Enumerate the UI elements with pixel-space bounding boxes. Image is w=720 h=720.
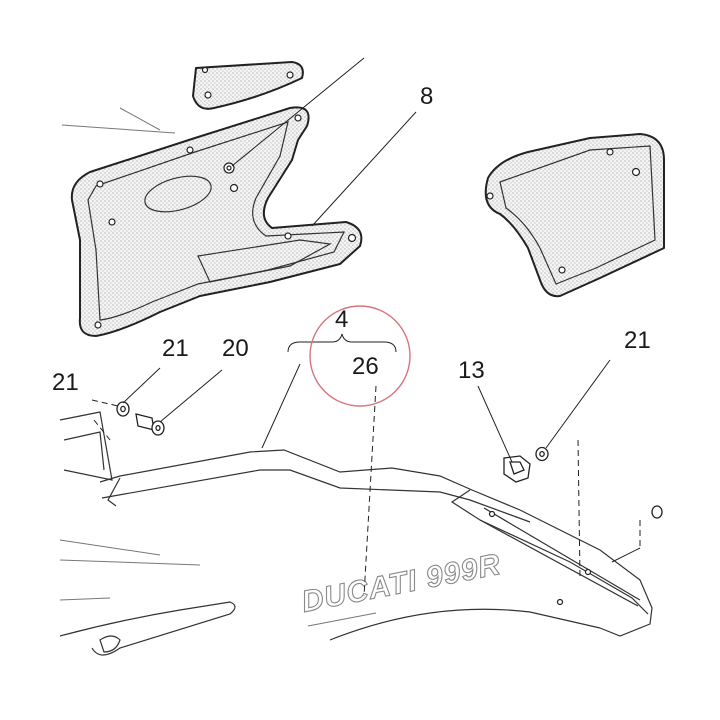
heat-shield-right xyxy=(484,133,665,298)
washer-edge-right xyxy=(651,505,663,519)
group-brace xyxy=(287,333,397,353)
screw-part-20 xyxy=(135,413,165,436)
leader-lines xyxy=(91,57,641,597)
washer-part-21-left xyxy=(116,401,130,417)
construction-lines xyxy=(59,107,201,601)
callout-21-edge: 21 xyxy=(52,369,79,396)
highlight-circle xyxy=(309,305,411,407)
grommet-part-13 xyxy=(503,455,531,483)
model-decal: DUCATI 999R xyxy=(298,547,504,627)
callout-20: 20 xyxy=(222,335,249,362)
callout-21-left: 21 xyxy=(162,335,189,362)
side-fairing-left xyxy=(59,411,236,656)
washer-part-21-right xyxy=(535,446,549,462)
small-insulation-pad xyxy=(192,61,304,110)
callout-21-right: 21 xyxy=(624,327,651,354)
callout-4: 4 xyxy=(335,306,348,333)
callout-8: 8 xyxy=(420,83,433,110)
decal-text: DUCATI 999R xyxy=(299,548,504,619)
callout-13: 13 xyxy=(458,357,485,384)
callout-26: 26 xyxy=(352,353,379,380)
tail-fairing-part-4 xyxy=(99,449,653,641)
heat-shield-part-8 xyxy=(70,106,363,337)
